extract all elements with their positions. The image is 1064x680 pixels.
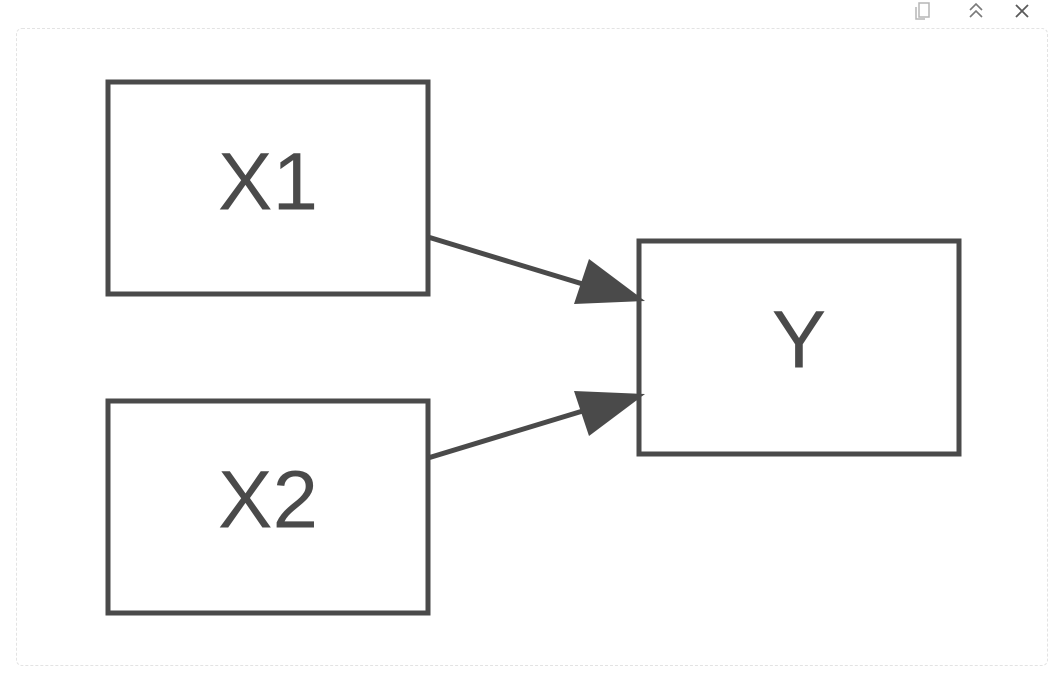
node-x1-label: X1 (218, 137, 318, 228)
node-y: Y (636, 238, 962, 457)
node-x2: X2 (105, 398, 431, 616)
node-x1: X1 (105, 79, 431, 297)
close-button[interactable] (1010, 0, 1034, 22)
edge-x1-y-arrowhead (574, 259, 645, 304)
node-y-box (636, 238, 962, 457)
node-x2-label: X2 (218, 455, 318, 546)
collapse-button[interactable] (964, 0, 988, 22)
edge-x1-y (427, 234, 645, 304)
copy-icon (915, 2, 930, 20)
close-icon (1015, 4, 1029, 18)
node-x2-box (105, 398, 431, 616)
edge-x2-y (427, 391, 645, 461)
edge-x2-y-line (427, 407, 587, 461)
collapse-up-icon (969, 2, 983, 18)
edge-x1-y-line (427, 234, 587, 288)
copy-button[interactable] (910, 0, 934, 22)
edge-x2-y-arrowhead (574, 391, 645, 436)
node-y-label: Y (772, 295, 827, 386)
node-x1-box (105, 79, 431, 297)
diagram-panel (16, 28, 1048, 666)
toolbar (864, 0, 1064, 24)
